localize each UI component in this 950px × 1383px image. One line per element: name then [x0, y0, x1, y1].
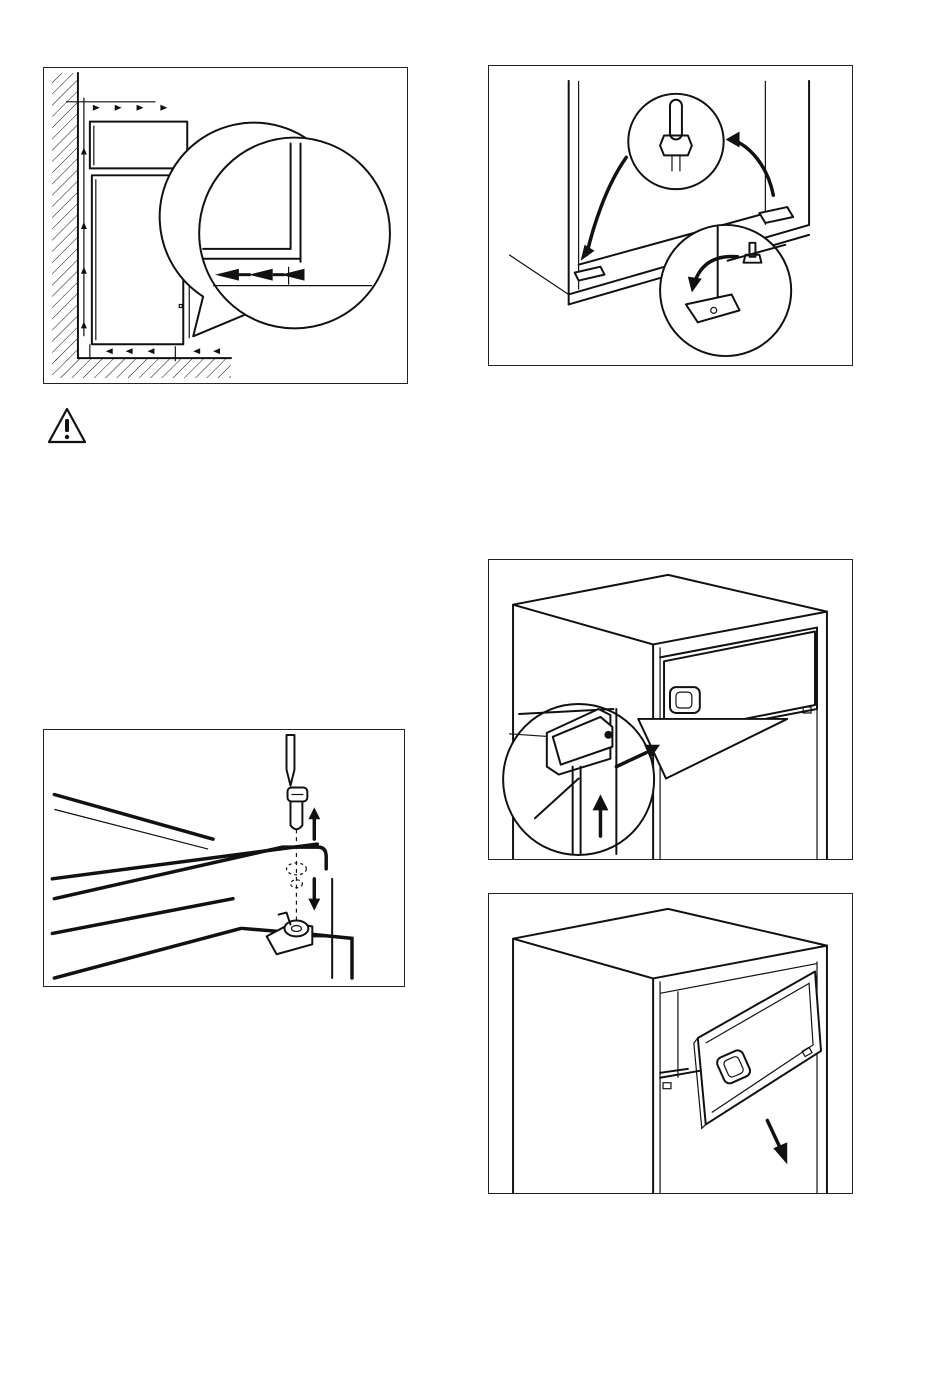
figure-ventilation-clearance	[43, 67, 408, 384]
door-stop-illustration	[489, 66, 852, 365]
door-removal-illustration	[489, 894, 852, 1193]
wall-hatch	[52, 73, 78, 361]
upper-cabinet	[90, 122, 187, 169]
cabinet-top	[513, 909, 827, 979]
pin-detail-circle	[628, 94, 723, 189]
door-catch-illustration	[489, 560, 852, 859]
freezer-door	[698, 971, 821, 1124]
curved-arrow-right	[732, 140, 774, 196]
curved-arrow-left	[587, 157, 627, 254]
detail-circle	[199, 138, 390, 329]
warning-triangle-icon	[46, 406, 88, 446]
figure-freezer-door-removal	[488, 893, 853, 1194]
figure-hinge-pin-removal	[43, 729, 405, 987]
ventilation-illustration	[44, 68, 407, 383]
screwdriver	[287, 735, 295, 786]
airflow-arrows-left	[106, 348, 220, 354]
airflow-arrows-right	[93, 105, 168, 111]
figure-freezer-door-catch	[488, 559, 853, 860]
figure-door-stop-transfer	[488, 65, 853, 366]
hinge-pin-illustration	[44, 730, 404, 986]
hinge-detail-circle	[660, 225, 791, 356]
floor-hatch	[52, 358, 231, 378]
upper-hinge	[759, 207, 793, 223]
